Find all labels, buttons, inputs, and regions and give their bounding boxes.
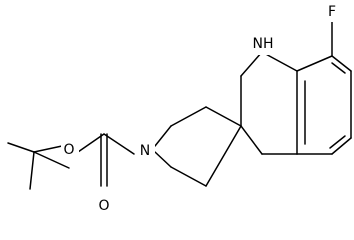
- piperidine-n-label-bg: [137, 140, 155, 160]
- bond-ester-o-tbu: [33, 145, 63, 153]
- bond-tbu-me2: [29, 151, 35, 190]
- bond-spiro-top: [205, 106, 242, 127]
- atom-labels: F NH N O O: [61, 3, 341, 216]
- bond-ring-c6-c5: [331, 137, 352, 155]
- ester-o-label: O: [63, 142, 74, 158]
- bond-c3-c4: [240, 125, 263, 155]
- bond-ring-c8-c7-inner: [331, 62, 346, 74]
- bond-pip-n-bottom: [154, 151, 172, 168]
- bond-tbu-me1: [7, 142, 35, 153]
- bond-ring-c8-c7: [331, 55, 352, 72]
- fluorine-label: F: [328, 4, 336, 20]
- bonds: [7, 17, 352, 190]
- bond-pip-top: [170, 106, 207, 127]
- carbonyl-o-label: O: [98, 198, 109, 214]
- bond-carbonyl-ester-o: [77, 133, 105, 153]
- bond-n1-c2: [240, 51, 263, 77]
- bond-spiro-bottom: [205, 125, 242, 187]
- bond-n-carbonyl: [103, 133, 135, 155]
- bond-ring-c8a-c8: [296, 55, 333, 72]
- piperidine-n-label: N: [140, 143, 150, 159]
- amine-nh-label-bg: [248, 36, 279, 55]
- carbonyl-o-label-bg: [96, 196, 114, 216]
- bond-ring-c6-c5-inner: [329, 135, 346, 149]
- bond-pip-bottom: [170, 166, 207, 187]
- fluorine-label-bg: [324, 3, 341, 22]
- ester-o-label-bg: [61, 140, 79, 160]
- bond-pip-n-top: [154, 125, 172, 147]
- molecule-diagram: F NH N O O: [7, 3, 352, 216]
- amine-nh-label: NH: [253, 36, 274, 52]
- bond-c8a-n1: [261, 51, 298, 72]
- bond-tbu-me3: [33, 151, 70, 169]
